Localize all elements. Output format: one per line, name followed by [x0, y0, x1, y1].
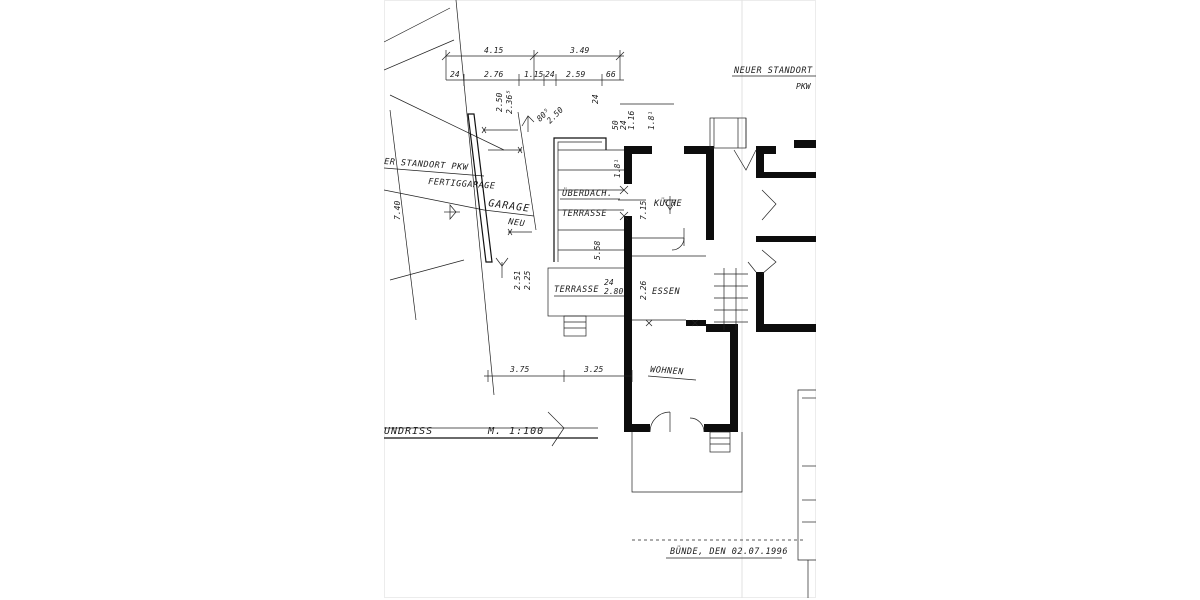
dim-251: 2.51 — [513, 271, 522, 290]
dim-top-2: 3.49 — [569, 46, 589, 55]
construction-lines — [384, 0, 505, 396]
dimension-chain-bottom: 3.75 3.25 — [484, 365, 633, 382]
dim-558: 7.15 — [639, 201, 648, 220]
lower-terrace — [547, 267, 629, 337]
label-neuer-standort: NEUER STANDORT — [733, 66, 813, 76]
dim-second-6: 66 — [606, 70, 616, 79]
dim-second-2: 2.76 — [484, 70, 503, 79]
dim-bottom-1: 3.75 — [509, 365, 529, 374]
dim-second-1: 24 — [450, 70, 460, 79]
dim-second-4: 24 — [545, 70, 555, 79]
dim-24-b: 24 — [619, 120, 628, 130]
label-neu: NEU — [507, 217, 526, 229]
dim-vertical-236: 2.36⁵ — [505, 90, 514, 114]
dim-bottom-2: 3.25 — [583, 365, 603, 374]
dim-second-5: 2.59 — [566, 70, 585, 79]
label-alter-standort: ER STANDORT PKW — [384, 157, 469, 173]
label-wohnen: WOHNEN — [650, 365, 685, 377]
roofed-terrace — [553, 137, 624, 262]
dim-18: 1.8¹ — [647, 111, 656, 130]
label-scale: M. 1:100 — [487, 426, 544, 437]
floor-plan-drawing: 4.15 3.49 24 2.76 1.15 24 2.59 66 NEUER … — [384, 0, 816, 598]
garage-outline — [444, 111, 537, 278]
label-fertiggarage: FERTIGGARAGE — [428, 177, 496, 192]
dim-715: 1.8¹ — [613, 159, 622, 178]
label-essen: ESSEN — [652, 287, 680, 297]
label-signature: BÜNDE, DEN 02.07.1996 — [670, 546, 788, 557]
dim-top-1: 4.15 — [484, 46, 503, 55]
dim-116: 1.16 — [627, 111, 636, 130]
dim-280: 24 — [604, 278, 614, 287]
dim-vertical-250: 2.50 — [495, 93, 504, 112]
house-walls — [624, 140, 816, 432]
floor-plan-sheet: 4.15 3.49 24 2.76 1.15 24 2.59 66 NEUER … — [384, 0, 816, 598]
dim-vertical-740: 7.40 — [393, 201, 402, 220]
label-garage: GARAGE — [488, 198, 531, 215]
dim-225: 2.25 — [523, 271, 532, 290]
label-terrasse-1: TERRASSE — [562, 209, 607, 219]
label-grundriss: UNDRISS — [384, 426, 433, 437]
dim-275: 2.26 — [639, 281, 648, 300]
dim-24-a: 24 — [591, 94, 600, 104]
label-ueberdach: ÜBERDACH. — [562, 188, 613, 199]
label-terrasse-2: TERRASSE — [554, 285, 599, 295]
label-kueche: KÜCHE — [653, 198, 682, 209]
dim-second-3: 1.15 — [524, 70, 543, 79]
dim-50: 50 — [611, 120, 620, 130]
dimension-chain-top: 4.15 3.49 24 2.76 1.15 24 2.59 66 — [441, 46, 625, 86]
dim-250-small: 2.50 — [545, 105, 565, 125]
interior-lines — [618, 117, 816, 598]
dim-24-c: 5.58 — [593, 241, 602, 260]
dim-226: 2.80 — [604, 287, 623, 296]
label-pkw-top: PKW — [796, 82, 812, 91]
